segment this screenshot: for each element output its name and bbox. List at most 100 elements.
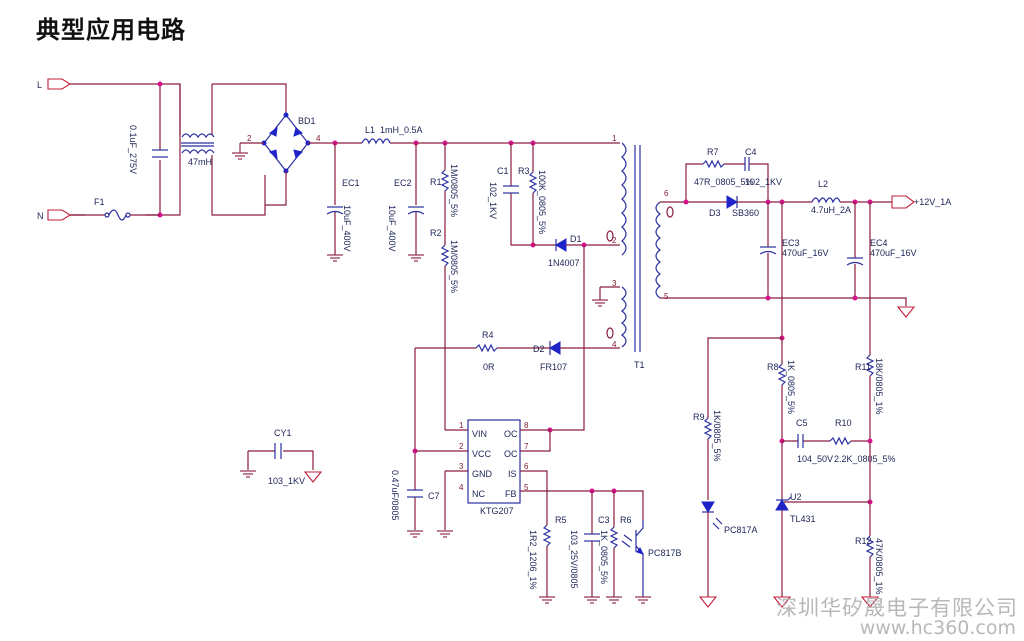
bridge-rectifier-bd1: BD1 2 4	[231, 112, 321, 206]
capacitor-ec4: EC4 470uF_16V	[846, 202, 917, 298]
ec3-ref: EC3	[782, 238, 800, 248]
svg-text:FB: FB	[505, 489, 517, 499]
r5-value: 1R2_1206_1%	[528, 530, 538, 590]
c1-ref: C1	[497, 166, 509, 176]
svg-text:3: 3	[612, 279, 617, 288]
c4-ref: C4	[745, 147, 757, 157]
c1-value: 102_1KV	[488, 182, 498, 219]
r7-value: 47R_0805_5%	[694, 177, 754, 187]
ic-ktg207: 1 2 3 4 VIN VCC GND NC OC OC IS FB 8 7 6…	[415, 419, 551, 538]
svg-text:2: 2	[459, 442, 464, 451]
resistor-r4: R4 0R	[415, 330, 500, 372]
r11-ref: R11	[855, 362, 871, 372]
resistor-r3: R3 100K_0805_5%	[518, 143, 547, 248]
r3-ref: R3	[518, 166, 530, 176]
svg-text:2: 2	[612, 236, 617, 245]
pc817b-ref: PC817B	[648, 548, 682, 558]
l1-ref: L1	[365, 125, 375, 135]
resistor-r2: R2 1M/0805_5%	[430, 191, 459, 430]
cy1-value: 103_1KV	[268, 476, 305, 486]
svg-text:1: 1	[612, 134, 617, 143]
inductor-l2: L2 4.7uH_2A	[811, 179, 892, 215]
svg-text:4: 4	[459, 483, 464, 492]
svg-text:2: 2	[247, 134, 252, 143]
r12-value: 47K/0805_1%	[874, 538, 884, 595]
r10-ref: R10	[835, 418, 852, 428]
c4-value: 102_1KV	[745, 177, 782, 187]
l2-ref: L2	[818, 179, 828, 189]
ec3-value: 470uF_16V	[782, 248, 829, 258]
cy1-ref: CY1	[274, 428, 292, 438]
svg-text:IS: IS	[508, 469, 517, 479]
resistor-r12: R12 47K/0805_1%	[855, 535, 884, 608]
r8-ref: R8	[767, 362, 779, 372]
r10-value: 2.2K_0805_5%	[834, 454, 896, 464]
diode-d3: D3 SB360	[709, 195, 812, 218]
d1-ref: D1	[570, 234, 582, 244]
t1-ref: T1	[634, 360, 645, 370]
svg-text:VCC: VCC	[472, 449, 492, 459]
ic-part-number: KTG207	[480, 506, 514, 516]
page-title: 典型应用电路	[36, 16, 186, 44]
l2-value: 4.7uH_2A	[811, 205, 851, 215]
r6-value: 1K_0805_5%	[599, 530, 609, 584]
r5-ref: R5	[555, 515, 567, 525]
svg-text:VIN: VIN	[472, 429, 487, 439]
r9-value: 1K/0805_5%	[712, 410, 722, 462]
ec4-value: 470uF_16V	[870, 248, 917, 258]
r2-value: 1M/0805_5%	[449, 240, 459, 293]
ec1-ref: EC1	[342, 178, 360, 188]
d2-ref: D2	[533, 344, 545, 354]
d3-value: SB360	[732, 208, 759, 218]
optocoupler-pc817b: PC817B	[621, 520, 682, 604]
svg-text:NC: NC	[472, 489, 485, 499]
r12-ref: R12	[855, 536, 872, 546]
port-output-label: +12V_1A	[914, 197, 951, 207]
l1-value: 1mH_0.5A	[380, 125, 423, 135]
diode-d1: D1 1N4007	[533, 234, 620, 268]
capacitor-c3: C3 103_25V/0805	[569, 491, 610, 604]
capacitor-c7: C7 0.47uF/0805	[390, 470, 440, 538]
svg-text:5: 5	[664, 292, 669, 301]
fuse-f1: F1	[70, 197, 160, 221]
port-line-label: L	[37, 80, 42, 90]
resistor-r11: R11 18K/0805_1%	[855, 354, 884, 536]
resistor-r5: R5 1R2_1206_1%	[520, 470, 567, 604]
capacitor-c1: C1 102_1KV	[488, 143, 533, 246]
svg-text:6: 6	[664, 189, 669, 198]
r2-ref: R2	[430, 228, 442, 238]
svg-text:5: 5	[524, 483, 529, 492]
common-mode-choke: 47mH	[179, 83, 287, 216]
port-neutral: N	[37, 209, 72, 221]
choke-value: 47mH	[188, 157, 212, 167]
optocoupler-pc817a: PC817A	[699, 501, 758, 608]
d1-value: 1N4007	[548, 258, 580, 268]
port-output: +12V_1A	[891, 195, 951, 209]
r4-value: 0R	[483, 362, 495, 372]
r1-ref: R1	[430, 177, 442, 187]
ec2-ref: EC2	[394, 178, 412, 188]
c3-value: 103_25V/0805	[569, 530, 579, 589]
bd1-ref: BD1	[298, 116, 316, 126]
r3-value: 100K_0805_5%	[537, 170, 547, 234]
diode-d2: D2 FR107	[500, 341, 578, 372]
svg-text:7: 7	[524, 442, 529, 451]
d3-ref: D3	[709, 208, 721, 218]
c5-ref: C5	[796, 418, 808, 428]
watermark-company: 深圳华矽晟电子有限公司	[776, 596, 1018, 620]
r1-value: 1M/0805_5%	[449, 164, 459, 217]
svg-text:4: 4	[612, 340, 617, 349]
capacitor-ec3: EC3 470uF_16V	[759, 202, 829, 298]
r4-ref: R4	[482, 330, 494, 340]
svg-text:3: 3	[459, 462, 464, 471]
r8-value: 1K_0805_5%	[786, 360, 796, 414]
c7-ref: C7	[428, 491, 440, 501]
capacitor-ec1: EC1 10uF_400V	[326, 143, 360, 262]
resistor-r10: R10 2.2K_0805_5%	[829, 418, 896, 464]
resistor-r9: R9 1K/0805_5%	[693, 337, 782, 500]
r9-ref: R9	[693, 412, 705, 422]
svg-text:6: 6	[524, 462, 529, 471]
svg-text:GND: GND	[472, 469, 493, 479]
svg-text:8: 8	[524, 421, 529, 430]
